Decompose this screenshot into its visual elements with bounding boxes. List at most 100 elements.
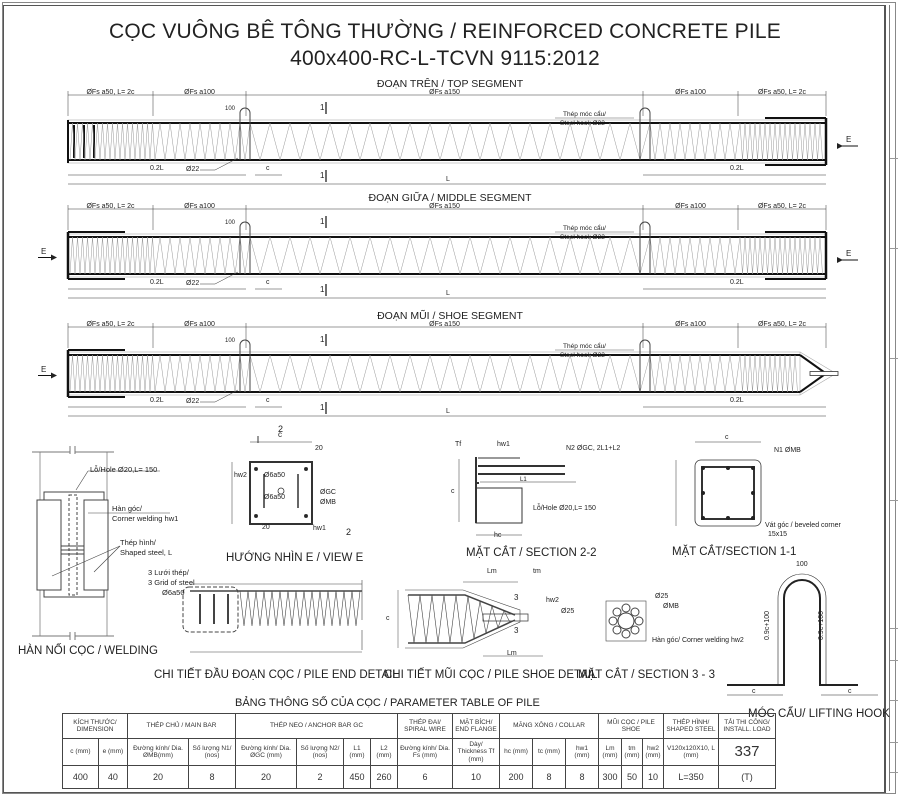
dim-0.2L-label: 0.2L [730, 397, 744, 404]
s22-hc-label: hc [494, 532, 502, 539]
table-cell: 8 [188, 765, 236, 789]
section-mark-1: 1 [320, 335, 325, 344]
lifting-hook [239, 339, 251, 392]
bar-leader [200, 157, 239, 171]
s22-l1-label: L1 [520, 477, 527, 483]
section-2-2-caption: MẶT CẮT / SECTION 2-2 [466, 547, 597, 559]
s33-mb-label: ØMB [663, 603, 679, 610]
table-col-header: hw1 (mm) [565, 738, 599, 766]
shoe-tm-label: tm [533, 568, 541, 575]
table-col-header: tm (mm) [621, 738, 643, 766]
table-col-header: hc (mm) [499, 738, 533, 766]
welding-detail [32, 446, 170, 640]
table-col-header: hw2 (mm) [642, 738, 664, 766]
bar-label: Ø22 [186, 280, 200, 287]
dim-L-label: L [446, 290, 450, 297]
table-cell: 50 [621, 765, 643, 789]
s11-bevel-label-2: 15x15 [768, 531, 788, 538]
s33-weld-label: Hàn góc/ Corner welding hw2 [652, 637, 744, 644]
strip-divider [890, 742, 898, 743]
table-group-header: THÉP CHỦ / MAIN BAR [127, 713, 236, 739]
spacing-label: ØFs a150 [429, 203, 460, 210]
segment-title: ĐOẠN GIỮA / MIDDLE SEGMENT [368, 192, 532, 204]
spacing-label: ØFs a100 [184, 203, 215, 210]
table-cell: 6 [397, 765, 453, 789]
view-e-hw1-label: hw1 [313, 525, 326, 532]
s11-c-label: c [725, 434, 729, 441]
section-3-3-caption: MẶT CẮT / SECTION 3 - 3 [578, 669, 715, 681]
view-e-mesh-label-2: Ø6a50 [264, 494, 286, 501]
table-cell: 300 [598, 765, 622, 789]
segment-title: ĐOẠN TRÊN / TOP SEGMENT [376, 78, 524, 90]
view-e-mark: E [41, 364, 47, 374]
table-cell: 2 [296, 765, 344, 789]
section-mark-1: 1 [320, 217, 325, 226]
view-e-20-label: 20 [315, 445, 323, 452]
s11-n1-label: N1 ØMB [774, 447, 801, 454]
strip-divider [890, 158, 898, 159]
lifting-hook [239, 107, 251, 160]
table-group-header: MŨI CỌC / PILE SHOE [598, 713, 664, 739]
dim-L-label: L [446, 408, 450, 415]
table-group-header: KÍCH THƯỚC/ DIMENSION [62, 713, 128, 739]
lifting-hook [639, 339, 651, 392]
hook-leg-right-label: 0.9c+100 [818, 611, 825, 640]
shoe-mark-3-top: 3 [514, 593, 519, 602]
strip-divider [890, 772, 898, 773]
s11-bevel-label-1: Vát góc / beveled corner [765, 522, 841, 529]
section-mark-1: 1 [320, 403, 325, 412]
s22-hole-label: Lỗ/Hole Ø20,L= 150 [533, 505, 596, 512]
section-mark-2-bottom: 2 [346, 527, 352, 537]
table-cell: 10 [452, 765, 500, 789]
strip-divider [890, 628, 898, 629]
table-col-header: Lm (mm) [598, 738, 622, 766]
table-group-header: MẶT BÍCH/ END FLANGE [452, 713, 500, 739]
spiral-wire [69, 354, 798, 393]
table-col-header: e (mm) [97, 738, 129, 766]
table-cell: 10 [642, 765, 664, 789]
view-e-mark: E [846, 135, 852, 144]
table-col-header: Đường kính/ Dia. ØMB(mm) [127, 738, 189, 766]
hook-height-label: 100 [225, 338, 236, 344]
view-e-caption: HƯỚNG NHÌN E / VIEW E [226, 552, 364, 564]
bar-label: Ø22 [186, 398, 200, 405]
hook-label: Thép móc cẩu/ [563, 225, 606, 232]
table-cell: 450 [343, 765, 371, 789]
table-col-header: L1 (mm) [343, 738, 371, 766]
table-col-header: Đường kính/ Dia. ØGC (mm) [235, 738, 297, 766]
pile-end-detail [182, 580, 363, 653]
table-cell: 20 [127, 765, 189, 789]
title-block-strip [889, 5, 898, 791]
spacing-label: ØFs a50, L= 2c [757, 203, 807, 210]
dim-0.2L-label: 0.2L [730, 165, 744, 172]
hook-height-label: 100 [225, 106, 236, 112]
dim-0.2L-label: 0.2L [150, 165, 164, 172]
hook-label: Steel hook Ø22 [560, 120, 605, 127]
spacing-label: ØFs a50, L= 2c [757, 321, 807, 328]
lifting-hook [639, 221, 651, 274]
view-e-gc-label: ØGC [320, 489, 336, 496]
section-2-2-detail [458, 457, 576, 536]
table-cell: 40 [97, 765, 129, 789]
s22-c-label: c [451, 488, 455, 495]
drawing-title: CỌC VUÔNG BÊ TÔNG THƯỜNG / REINFORCED CO… [109, 20, 781, 43]
spacing-label: ØFs a50, L= 2c [86, 89, 135, 96]
hook-r100-label: 100 [796, 561, 808, 568]
spacing-label: ØFs a100 [675, 203, 706, 210]
section-1-1-detail [675, 441, 762, 527]
shoe-hw2-label: hw2 [546, 597, 559, 604]
table-group-header: THÉP HÌNH/ SHAPED STEEL [663, 713, 719, 739]
table-col-header: Dày/ Thickness Tf (mm) [452, 738, 500, 766]
install-load-value: 337 [718, 738, 776, 766]
hook-c-left-label: c [752, 688, 756, 695]
spacing-label: ØFs a150 [429, 321, 460, 328]
parameter-table-title: BẢNG THÔNG SỐ CỦA CỌC / PARAMETER TABLE … [235, 697, 540, 709]
dim-c-label: c [266, 165, 270, 172]
welding-steel-label-2: Shaped steel, L [120, 548, 173, 557]
dim-L-label: L [446, 176, 450, 183]
lifting-hook-caption: MÓC CẨU/ LIFTING HOOK [748, 708, 890, 720]
shoe-rod [809, 371, 839, 376]
pile-end-caption: CHI TIẾT ĐẦU ĐOẠN CỌC / PILE END DETAIL [154, 669, 399, 681]
pile-end-grid-label-1: 3 Lưới thép/ [148, 568, 189, 577]
